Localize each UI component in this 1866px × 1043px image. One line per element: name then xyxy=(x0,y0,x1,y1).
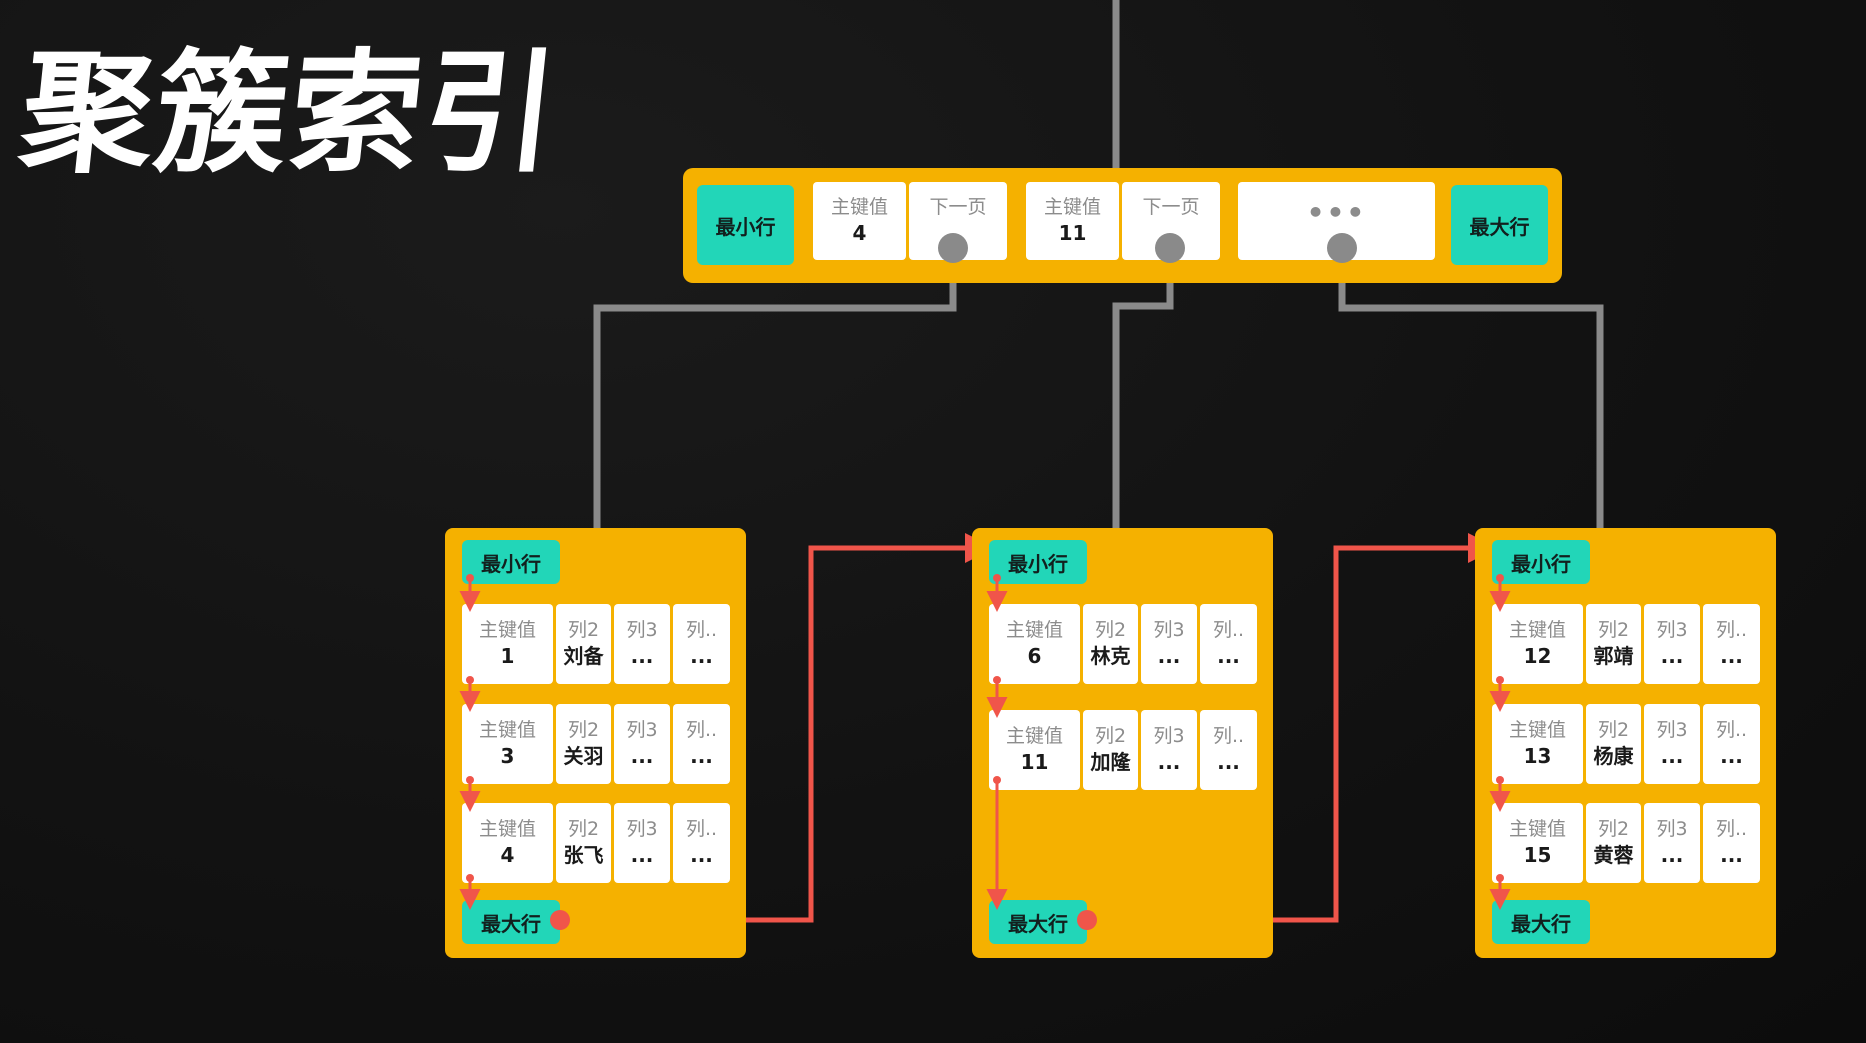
leaf-min-record: 最小行 xyxy=(989,540,1087,584)
more-columns-cell: 列..... xyxy=(1200,604,1257,684)
next-page-label: 下一页 xyxy=(929,195,987,218)
column3-cell: 列3... xyxy=(1141,604,1197,684)
column3-cell: 列3... xyxy=(1141,710,1197,790)
column3-cell: 列3... xyxy=(1644,803,1700,883)
page-pointer-node xyxy=(1327,233,1357,263)
column3-cell: 列3... xyxy=(1644,704,1700,784)
column3-cell: 列3... xyxy=(1644,604,1700,684)
more-columns-cell: 列..... xyxy=(673,604,730,684)
next-page-link-node xyxy=(550,910,570,930)
leaf-min-record: 最小行 xyxy=(462,540,560,584)
root-key-cell: 主键值 4 xyxy=(813,182,906,260)
column3-cell: 列3... xyxy=(614,704,670,784)
record-chain-dots xyxy=(466,574,1504,882)
more-columns-cell: 列..... xyxy=(1703,704,1760,784)
root-max-record: 最大行 xyxy=(1451,185,1548,265)
ellipsis-icon: ••• xyxy=(1306,195,1367,229)
root-key-cell: 主键值 11 xyxy=(1026,182,1119,260)
next-page-label: 下一页 xyxy=(1142,195,1200,218)
next-page-link-node xyxy=(1077,910,1097,930)
root-index-page: 最小行 主键值 4 下一页 主键值 11 下一页 ••• 最大行 xyxy=(683,168,1562,283)
key-value: 11 xyxy=(1058,221,1087,246)
leaf-min-record: 最小行 xyxy=(1492,540,1590,584)
more-columns-cell: 列..... xyxy=(673,704,730,784)
column3-cell: 列3... xyxy=(614,803,670,883)
key-label: 主键值 xyxy=(830,195,888,218)
more-columns-cell: 列..... xyxy=(1703,803,1760,883)
more-columns-cell: 列..... xyxy=(1200,710,1257,790)
root-min-record: 最小行 xyxy=(697,185,794,265)
page-pointer-nodes xyxy=(938,233,1357,263)
more-columns-cell: 列..... xyxy=(1703,604,1760,684)
more-columns-cell: 列..... xyxy=(673,803,730,883)
column3-cell: 列3... xyxy=(614,604,670,684)
key-value: 4 xyxy=(852,221,867,246)
page-pointer-node xyxy=(1155,233,1185,263)
page-pointer-node xyxy=(938,233,968,263)
leaf-max-record: 最大行 xyxy=(462,900,560,944)
key-label: 主键值 xyxy=(1043,195,1101,218)
